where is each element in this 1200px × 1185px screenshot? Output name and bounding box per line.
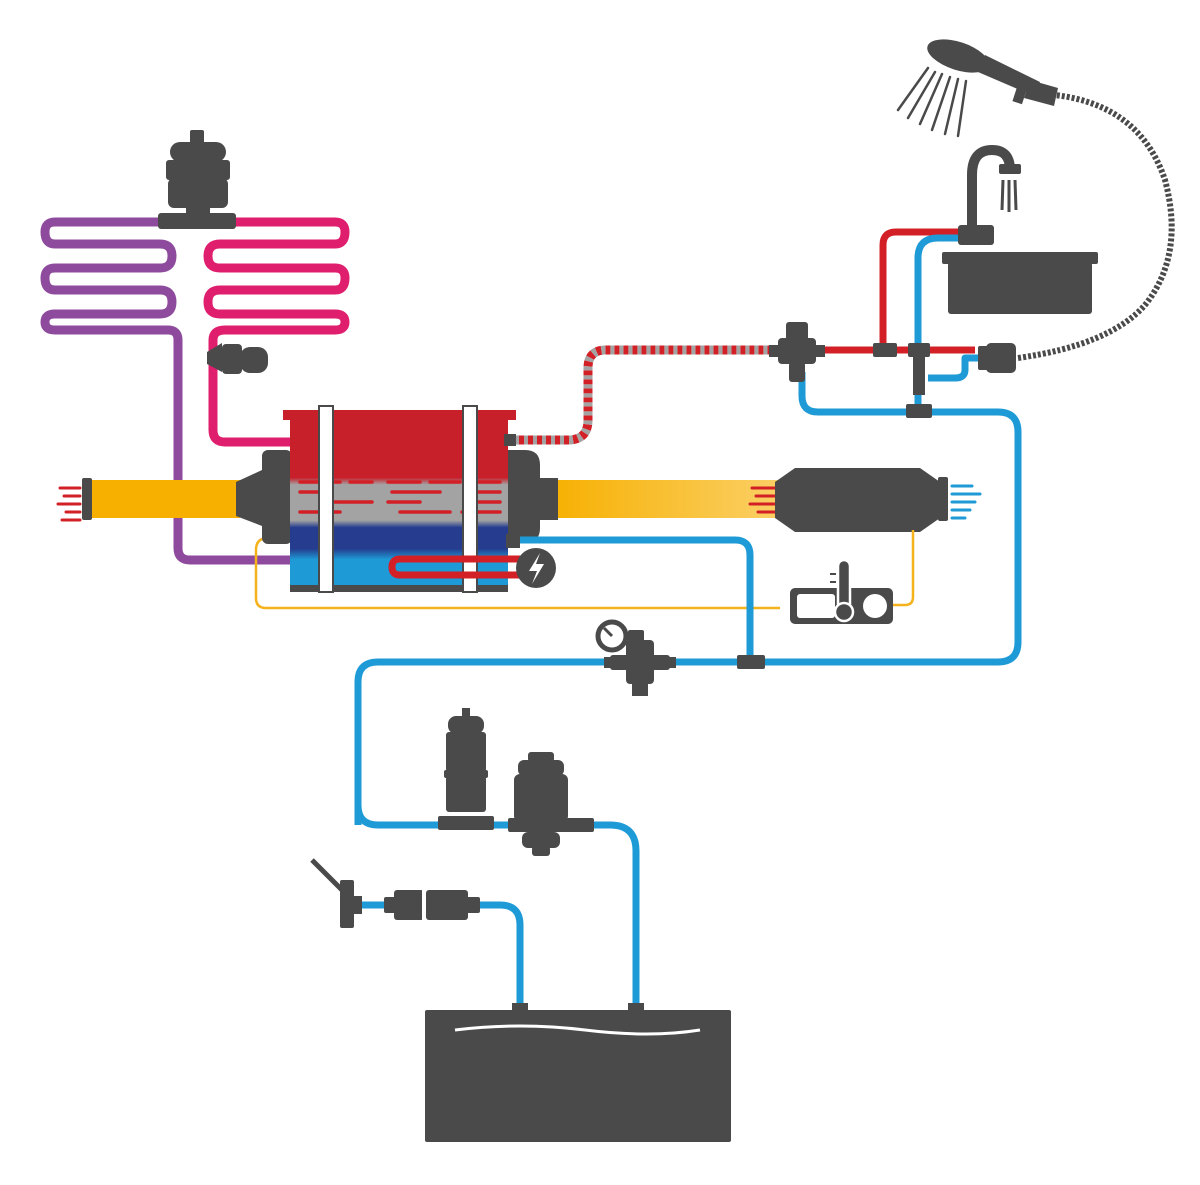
expansion-vessel-icon bbox=[166, 130, 230, 216]
exhaust-end-cap bbox=[82, 478, 92, 520]
cold-water-inlet-fitting bbox=[506, 534, 520, 548]
shower-hose bbox=[1017, 92, 1175, 361]
radiator-valve-icon bbox=[207, 343, 268, 374]
radiator-connector bbox=[158, 213, 236, 229]
electric-heating-element bbox=[388, 555, 524, 579]
exhaust-silencer-icon bbox=[775, 468, 948, 532]
accumulator-tank-icon bbox=[438, 708, 494, 830]
shower-spray-icon bbox=[896, 66, 968, 138]
cold-water-network bbox=[354, 234, 1022, 1005]
thermostat-panel bbox=[790, 558, 893, 624]
tap-icon bbox=[958, 144, 1021, 245]
tap-water-stream-icon bbox=[1000, 179, 1018, 212]
pressure-reducer-icon bbox=[604, 630, 676, 696]
exhaust-hot-flow-icon bbox=[56, 486, 777, 522]
water-pump-icon bbox=[508, 752, 574, 856]
shower-head-icon bbox=[927, 39, 1058, 106]
tee-fittings bbox=[562, 343, 932, 832]
electric-element-icon bbox=[516, 548, 556, 588]
fresh-water-tank bbox=[425, 1003, 731, 1142]
hot-water-outlet-fitting bbox=[504, 434, 516, 446]
exhaust-pipe-right bbox=[548, 480, 783, 518]
mounting-strap-right bbox=[462, 405, 478, 593]
mounting-strap-left bbox=[318, 405, 334, 593]
shower-valve-icon bbox=[978, 343, 1016, 373]
mixing-valve-icon bbox=[769, 322, 825, 382]
pressure-gauge-icon bbox=[595, 619, 629, 653]
exhaust-cold-flow-icon bbox=[950, 484, 982, 520]
inline-filter-icon bbox=[384, 890, 480, 920]
water-inlet-filler-icon bbox=[310, 858, 362, 928]
sink-icon bbox=[942, 252, 1098, 314]
radiator-loop-right bbox=[203, 217, 385, 565]
exhaust-pipe-left bbox=[88, 480, 240, 518]
radiator-loop-left bbox=[40, 217, 377, 565]
hot-water-outlet-pipe bbox=[510, 345, 782, 445]
hot-water-outlet-pipe-core bbox=[510, 345, 782, 445]
water-level-line bbox=[454, 1024, 701, 1036]
